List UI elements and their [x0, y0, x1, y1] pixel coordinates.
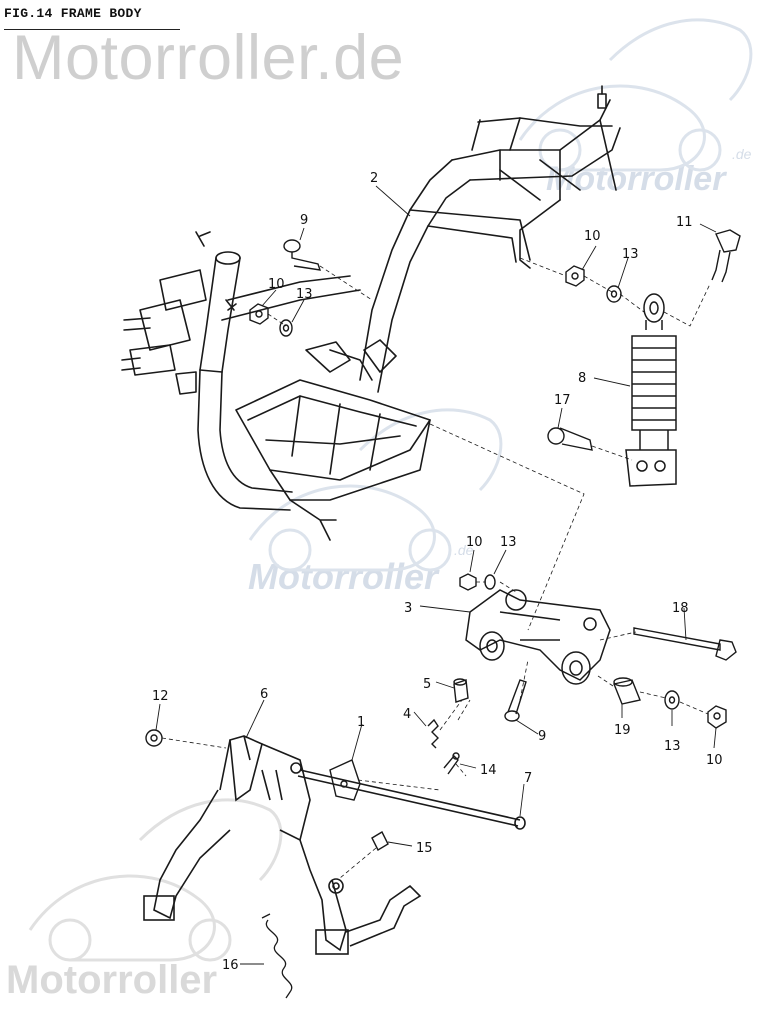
callout-part-6: 6 [260, 687, 268, 702]
bolt-9-upper [283, 239, 322, 271]
washer-13-right [606, 285, 622, 303]
callout-part-8: 8 [578, 371, 586, 386]
callout-part-10-center: 10 [466, 535, 483, 550]
nut-10-lower [707, 705, 727, 729]
callout-part-10-right: 10 [584, 229, 601, 244]
scooter-watermark-bottom [28, 798, 283, 962]
callout-part-7: 7 [524, 771, 532, 786]
callout-part-10-left: 10 [268, 277, 285, 292]
scooter-watermark-top [518, 18, 753, 172]
cotter-pin-14 [443, 752, 460, 775]
callout-part-9-lower: 9 [538, 729, 546, 744]
callout-part-10-lower: 10 [706, 753, 723, 768]
watermark-center: Motorroller [248, 556, 439, 597]
callout-part-17: 17 [554, 393, 571, 408]
callout-labels: 1 2 3 4 5 6 7 8 9 9 10 10 10 10 11 12 13… [152, 171, 723, 973]
dashed-assembly-lines [161, 257, 711, 879]
callout-part-9-upper: 9 [300, 213, 308, 228]
callout-part-18: 18 [672, 601, 689, 616]
bushing-5 [453, 678, 469, 703]
watermark-top: Motorroller.de [12, 23, 405, 93]
plate-1 [329, 759, 361, 801]
watermark-right-suffix: .de [732, 146, 752, 162]
engine-hanger-bracket [465, 589, 611, 685]
leader-lines [155, 185, 717, 965]
watermark-right: Motorroller [546, 160, 726, 198]
rubber-stop-12 [145, 729, 163, 747]
callout-part-2: 2 [370, 171, 378, 186]
callout-part-5: 5 [423, 677, 431, 692]
spring-4 [427, 718, 439, 749]
title-underline [4, 29, 180, 30]
callout-part-14: 14 [480, 763, 497, 778]
bolt-18 [633, 627, 737, 661]
callout-part-1: 1 [357, 715, 365, 730]
center-stand [143, 735, 526, 955]
callout-part-15: 15 [416, 841, 433, 856]
callout-part-11: 11 [676, 215, 693, 230]
watermark-center-suffix: .de [454, 542, 474, 558]
callout-part-13-right: 13 [622, 247, 639, 262]
bolt-11 [711, 229, 741, 283]
bolt-17 [547, 427, 593, 451]
callout-part-13-lower: 13 [664, 739, 681, 754]
rear-shock-absorber [625, 293, 677, 487]
callout-part-16: 16 [222, 958, 239, 973]
washer-13-lower [664, 690, 680, 710]
frame-body-assembly [121, 85, 621, 541]
callout-part-4: 4 [403, 707, 411, 722]
figure-title: FIG.14 FRAME BODY [4, 6, 142, 21]
nut-10-right [565, 265, 585, 287]
stopper-15 [371, 831, 389, 851]
bolt-9-lower [504, 679, 527, 722]
callout-part-3: 3 [404, 601, 412, 616]
washer-13-left [279, 319, 293, 337]
washer-13-center [484, 574, 496, 590]
watermark-bottom: Motorroller [6, 958, 218, 1002]
nut-10-center [459, 573, 477, 591]
callout-part-12: 12 [152, 689, 169, 704]
callout-part-19: 19 [614, 723, 631, 738]
spring-16 [261, 913, 293, 999]
callout-part-13-center: 13 [500, 535, 517, 550]
callout-part-13-left: 13 [296, 287, 313, 302]
scooter-watermark-center [248, 408, 503, 572]
collar-19 [613, 677, 641, 705]
nut-10-left [249, 303, 269, 325]
